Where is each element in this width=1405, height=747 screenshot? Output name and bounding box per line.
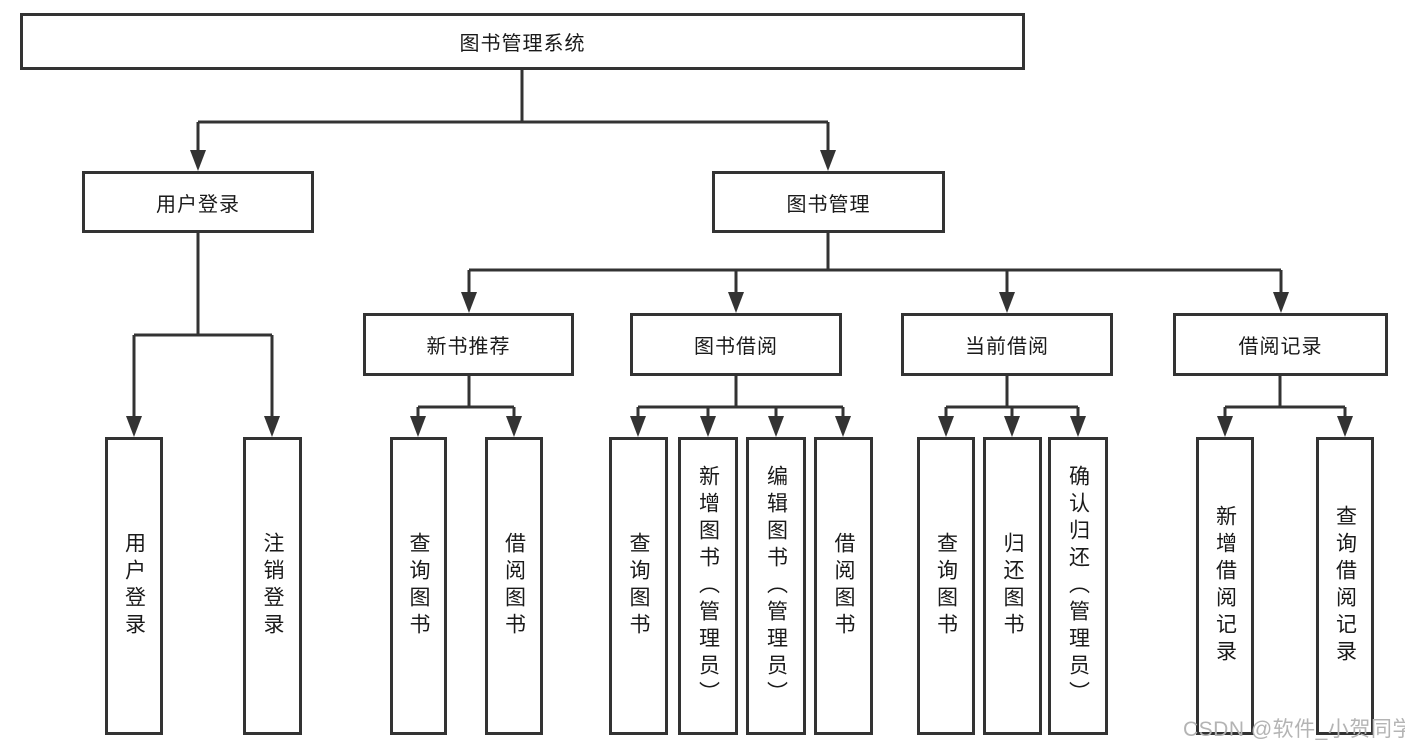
leaf-current-query-books: 查询图书 (917, 437, 975, 735)
leaf-borrowing-add-books-admin: 新增图书（管理员） (678, 437, 738, 735)
arrowheads (126, 150, 1353, 437)
node-book-borrowing: 图书借阅 (630, 313, 842, 376)
node-user-login: 用户登录 (82, 171, 314, 233)
leaf-current-return-books: 归还图书 (983, 437, 1042, 735)
leaf-newbooks-borrow-books: 借阅图书 (485, 437, 543, 735)
leaf-records-query-record: 查询借阅记录 (1316, 437, 1374, 735)
leaf-borrowing-edit-books-admin: 编辑图书（管理员） (746, 437, 806, 735)
leaf-current-confirm-return-admin: 确认归还（管理员） (1048, 437, 1108, 735)
node-borrowing-records: 借阅记录 (1173, 313, 1388, 376)
leaf-logout: 注销登录 (243, 437, 302, 735)
leaf-borrowing-borrow-books: 借阅图书 (814, 437, 873, 735)
leaf-user-login: 用户登录 (105, 437, 163, 735)
node-new-book-recommend: 新书推荐 (363, 313, 574, 376)
connector-elbows (132, 70, 1347, 420)
leaf-records-add-record: 新增借阅记录 (1196, 437, 1254, 735)
node-root-system: 图书管理系统 (20, 13, 1025, 70)
csdn-watermark: CSDN @软件_小贺同学 (1183, 718, 1405, 741)
leaf-borrowing-query-books: 查询图书 (609, 437, 668, 735)
leaf-newbooks-query-books: 查询图书 (390, 437, 447, 735)
node-book-management: 图书管理 (712, 171, 945, 233)
node-current-borrowing: 当前借阅 (901, 313, 1113, 376)
